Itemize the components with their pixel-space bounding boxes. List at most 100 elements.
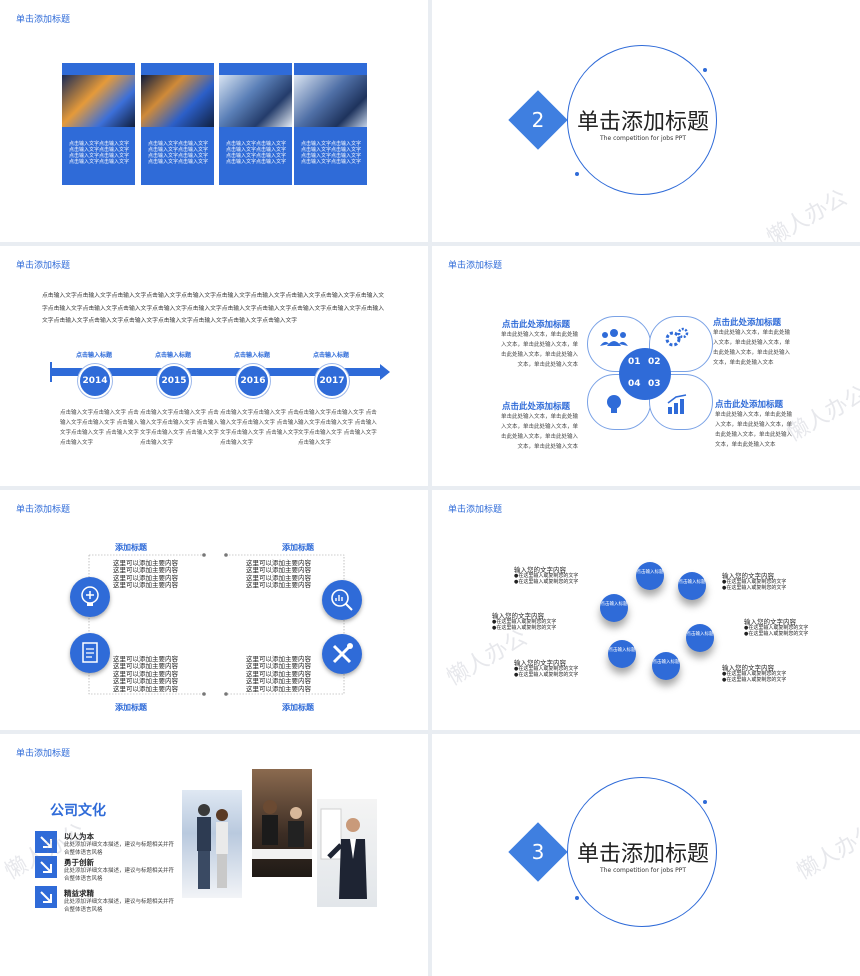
block-heading: 点击此处添加标题 [713, 318, 782, 328]
section-title: 单击添加标题 [577, 110, 710, 135]
timeline-start-bar [50, 362, 52, 382]
watermark: 懒人办公 [762, 185, 852, 242]
slide-3[interactable]: 单击添加标题 点击输入文字点击输入文字点击输入文字点击输入文字点击输入文字点击输… [0, 246, 428, 486]
slide-6[interactable]: 单击添加标题 点击输入标题 点击输入标题 点击输入标题 点击输入标题 点击输入标… [432, 490, 860, 730]
milestone-text: 点击输入文字点击输入文字 点击输入文字点击输入文字 点击输入文字点击输入文字 点… [298, 410, 377, 446]
topic-label: 点击输入标题 [636, 570, 664, 575]
block-text: 单击此处输入文本，单击此处输入文本，单击此处输入文本，单击此处输入文本，单击此处… [500, 414, 578, 450]
watermark: 懒人办公 [792, 819, 860, 885]
lightbulb-icon [607, 395, 621, 413]
year-circle[interactable]: 2014 [78, 364, 112, 398]
item-title: 输入您的文字内容 [744, 618, 796, 626]
card-photo [294, 75, 367, 127]
content-line: 这里可以添加主要内容 [246, 566, 311, 575]
bullet: ●在这里输入或复制您的文字 [722, 585, 787, 591]
slide-title: 单击添加标题 [448, 505, 503, 515]
bullet: ●在这里输入或复制您的文字 [744, 625, 809, 631]
topic-circle[interactable]: 点击输入标题 [600, 594, 628, 622]
topic-circle[interactable]: 点击输入标题 [608, 640, 636, 668]
topic-label: 点击输入标题 [686, 632, 714, 637]
item-bullets: ●在这里输入或复制您的文字●在这里输入或复制您的文字 [722, 579, 786, 591]
bullet: ●在这里输入或复制您的文字 [492, 625, 557, 631]
card-photo [219, 75, 292, 127]
quadrant-number: 04 [628, 379, 641, 389]
item-title: 输入您的文字内容 [722, 664, 774, 672]
topic-label: 点击输入标题 [600, 602, 628, 607]
milestone-text: 点击输入文字点击输入文字 点击输入文字点击输入文字 点击输入文字点击输入文字 点… [60, 410, 139, 446]
card-text: 点击输入文字点击输入文字点击输入文字点击输入文字点击输入文字点击输入文字点击输入… [147, 141, 208, 165]
bullet: ●在这里输入或复制您的文字 [744, 631, 809, 637]
topic-label: 点击输入标题 [608, 648, 636, 653]
timeline-bar [52, 368, 380, 376]
topic-circle[interactable]: 点击输入标题 [678, 572, 706, 600]
slide-5[interactable]: 单击添加标题 添加标题 添加标题 添加标题 添加标题 这里可以添加主要内容这里可… [0, 490, 428, 730]
circle-dot [703, 800, 707, 804]
lightbulb-plus-icon [70, 577, 110, 617]
topic-circle[interactable]: 点击输入标题 [636, 562, 664, 590]
slide-8[interactable]: 3 单击添加标题 The competition for jobs PPT 懒人… [432, 734, 860, 976]
content-line: 这里可以添加主要内容 [113, 677, 178, 686]
content-line: 这里可以添加主要内容 [246, 684, 311, 693]
culture-item-text: 此处添加详细文本描述，建议与标题相关并符合整体语言风格 [64, 868, 175, 882]
card-photo [141, 75, 214, 127]
photo-card[interactable]: 点击输入文字点击输入文字点击输入文字点击输入文字点击输入文字点击输入文字点击输入… [294, 63, 367, 185]
slide-7[interactable]: 单击添加标题 公司文化 以人为本 此处添加详细文本描述，建议与标题相关并符合整体… [0, 734, 428, 976]
section-number: 3 [531, 840, 545, 864]
slide-title: 单击添加标题 [16, 261, 71, 271]
slide-title: 单击添加标题 [16, 505, 71, 515]
content-line: 这里可以添加主要内容 [113, 669, 178, 678]
photo-card[interactable]: 点击输入文字点击输入文字点击输入文字点击输入文字点击输入文字点击输入文字点击输入… [141, 63, 214, 185]
slide-4[interactable]: 单击添加标题 01 02 04 03 点击此处添加标题 单击此处输入文本，单击此… [432, 246, 860, 486]
item-title: 输入您的文字内容 [492, 612, 544, 620]
team-icon [600, 329, 628, 346]
topic-circle[interactable]: 点击输入标题 [686, 624, 714, 652]
content-line: 这里可以添加主要内容 [246, 581, 311, 590]
block-text: 单击此处输入文本，单击此处输入文本，单击此处输入文本，单击此处输入文本，单击此处… [713, 330, 791, 366]
culture-item-heading: 精益求精 [64, 889, 94, 898]
section-subtitle: The competition for jobs PPT [600, 867, 687, 874]
business-photo [182, 790, 242, 898]
content-line: 这里可以添加主要内容 [113, 662, 178, 671]
clipboard-list-icon [70, 633, 110, 673]
bullet: ●在这里输入或复制您的文字 [722, 579, 787, 585]
content-lines: 这里可以添加主要内容这里可以添加主要内容这里可以添加主要内容这里可以添加主要内容… [246, 655, 326, 693]
block-heading: 点击此处添加标题 [502, 402, 571, 412]
photo-card[interactable]: 点击输入文字点击输入文字点击输入文字点击输入文字点击输入文字点击输入文字点击输入… [62, 63, 135, 185]
item-title: 输入您的文字内容 [722, 572, 774, 580]
arrow-down-right-icon [35, 856, 57, 878]
slide-1[interactable]: 单击添加标题 点击输入文字点击输入文字点击输入文字点击输入文字点击输入文字点击输… [0, 0, 428, 242]
item-bullets: ●在这里输入或复制您的文字●在这里输入或复制您的文字 [744, 625, 808, 637]
card-photo [62, 75, 135, 127]
gears-icon [665, 327, 689, 347]
milestone-label: 点击输入标题 [234, 352, 271, 359]
section-heading: 添加标题 [282, 543, 314, 552]
section-heading: 添加标题 [115, 543, 147, 552]
arrow-icon [204, 376, 221, 384]
culture-item-text: 此处添加详细文本描述，建议与标题相关并符合整体语言风格 [64, 899, 175, 913]
year-circle[interactable]: 2016 [236, 364, 270, 398]
circle-dot [703, 68, 707, 72]
arrow-icon [120, 376, 137, 384]
culture-title: 公司文化 [50, 803, 106, 819]
bar-chart-icon [667, 394, 687, 414]
slide-2[interactable]: 2 单击添加标题 The competition for jobs PPT 懒人… [432, 0, 860, 242]
topic-circle[interactable]: 点击输入标题 [652, 652, 680, 680]
content-line: 这里可以添加主要内容 [113, 559, 178, 567]
content-line: 这里可以添加主要内容 [246, 677, 311, 686]
year-circle[interactable]: 2017 [315, 364, 349, 398]
photo-card[interactable]: 点击输入文字点击输入文字点击输入文字点击输入文字点击输入文字点击输入文字点击输入… [219, 63, 292, 185]
bullet: ●在这里输入或复制您的文字 [514, 573, 579, 579]
milestone-label: 点击输入标题 [313, 352, 350, 359]
content-line: 这里可以添加主要内容 [246, 573, 311, 582]
block-heading: 点击此处添加标题 [502, 320, 571, 330]
year-circle[interactable]: 2015 [157, 364, 191, 398]
content-lines: 这里可以添加主要内容这里可以添加主要内容这里可以添加主要内容这里可以添加主要内容 [113, 559, 193, 590]
milestone-label: 点击输入标题 [155, 352, 192, 359]
content-line: 这里可以添加主要内容 [113, 684, 178, 693]
search-chart-icon [322, 580, 362, 620]
presenter-photo [317, 799, 377, 907]
block-heading: 点击此处添加标题 [715, 400, 784, 410]
section-subtitle: The competition for jobs PPT [600, 135, 687, 142]
milestone-label: 点击输入标题 [76, 352, 113, 359]
circle-dot [575, 172, 579, 176]
